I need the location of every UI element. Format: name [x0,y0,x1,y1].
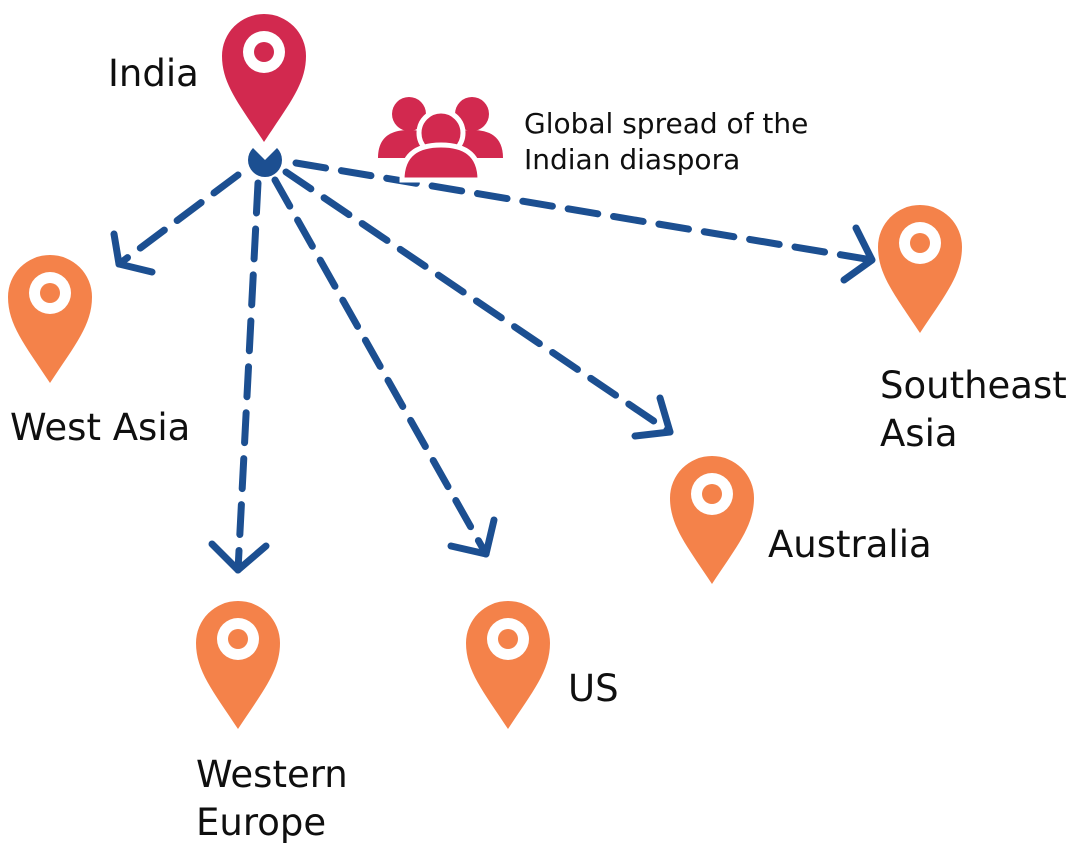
australia-pin-icon [670,456,754,584]
arrow-to-us [271,176,498,558]
people-group-icon [378,97,503,183]
arrow-to-australia [282,168,674,440]
caption-line-1: Global spread of the [524,107,809,140]
origin-label: India [108,52,199,95]
destination-label-line-2: Asia [880,412,958,456]
west-asia-pin-icon [8,255,92,383]
arrows [110,159,876,574]
caption-line-2: Indian diaspora [524,143,741,177]
destination-label-southeast-asia: Southeast Asia [880,362,1067,458]
destination-label-line-2: Europe [196,801,327,845]
western-europe-pin-icon [196,601,280,729]
us-pin-icon [466,601,550,729]
arrow-to-western-europe [208,179,270,574]
destination-label-western-europe: Western Europe [196,751,348,847]
arrow-to-west-asia [110,171,242,276]
india-pin-icon [222,14,306,142]
destination-label-line-1: West Asia [10,406,191,449]
arrow-to-southeast-asia [292,159,876,284]
destination-label-australia: Australia [768,521,932,569]
destination-label-west-asia: West Asia [10,404,190,452]
destination-label-line-1: Western [196,753,348,796]
origin-hub-icon [247,142,283,177]
diagram-caption: Global spread of the Indian diaspora [524,106,808,179]
destination-label-line-1: Southeast [880,364,1067,407]
destination-label-us: US [568,665,619,713]
southeast-asia-pin-icon [878,205,962,333]
destination-label-line-1: US [568,667,619,710]
destination-label-line-1: Australia [768,523,932,566]
